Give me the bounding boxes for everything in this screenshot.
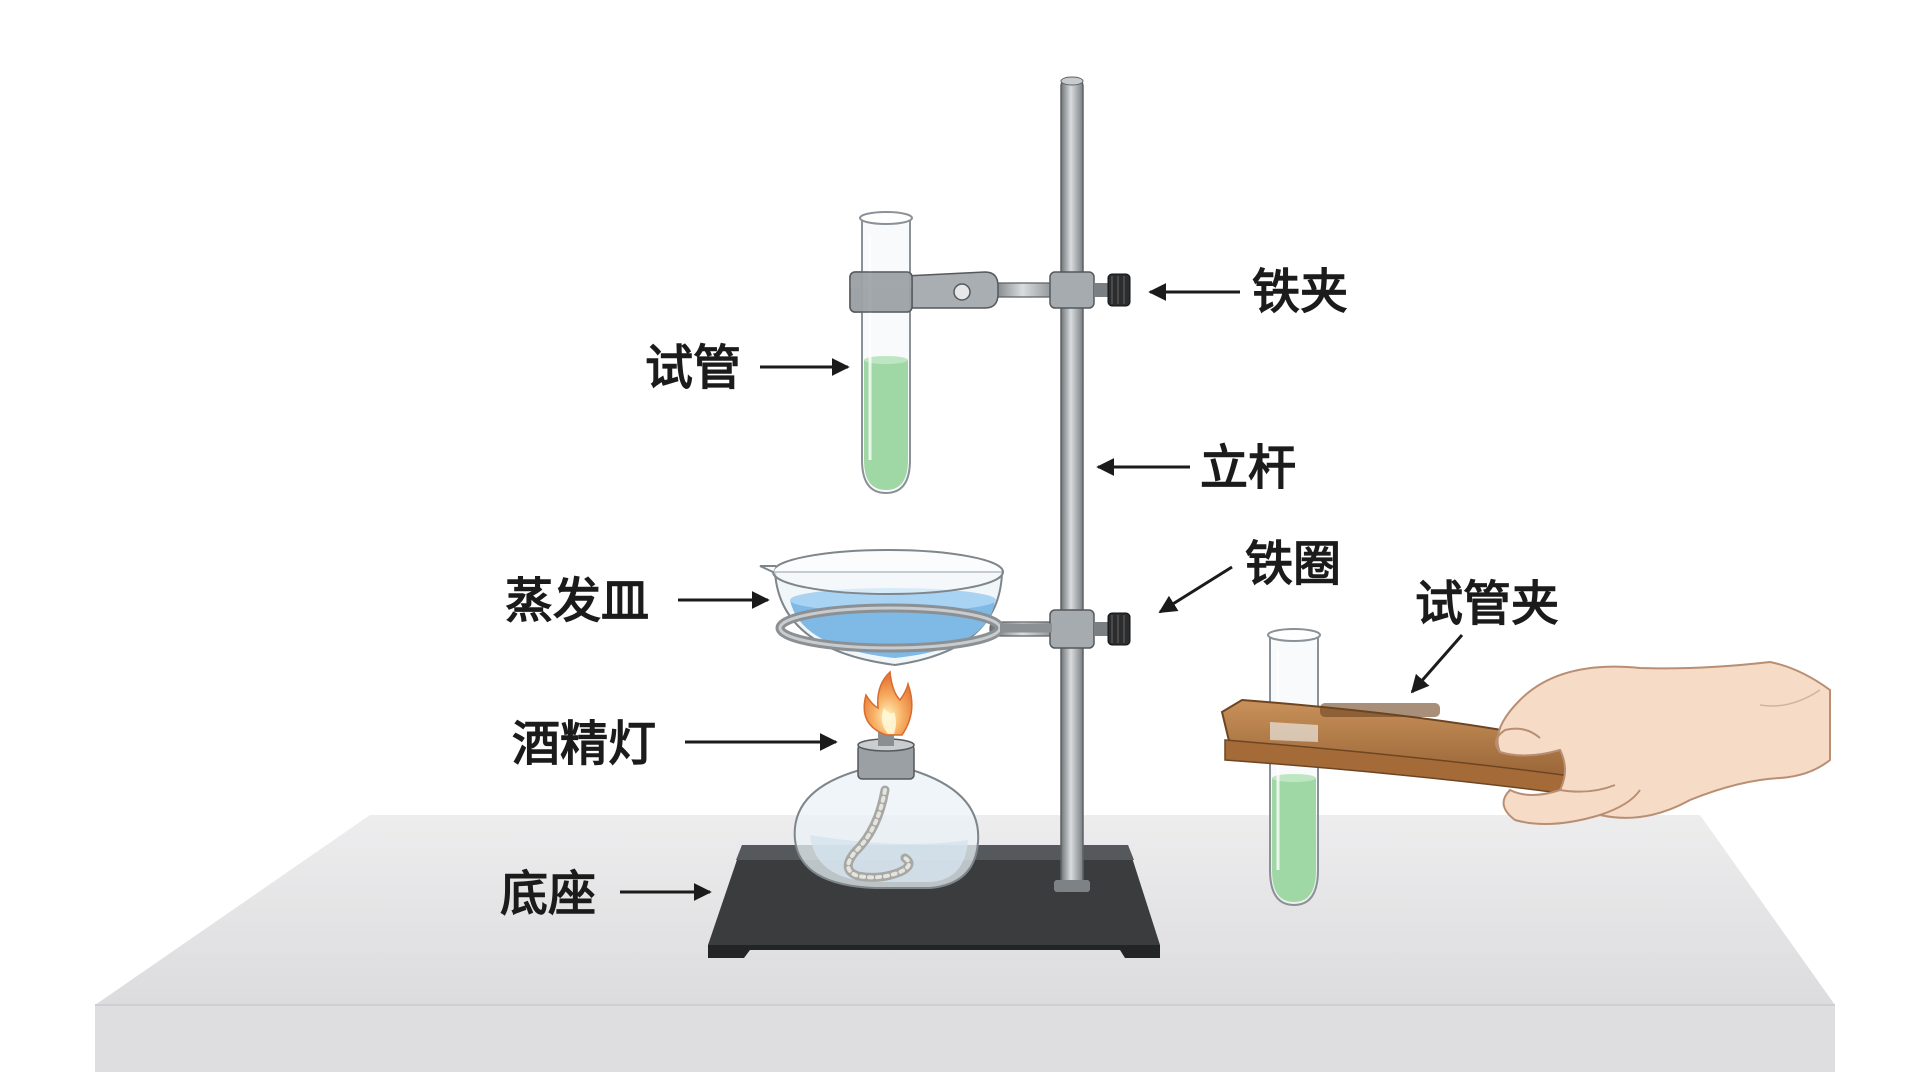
arrows bbox=[620, 292, 1462, 892]
label-test-tube-holder: 试管夹 bbox=[1415, 576, 1559, 632]
label-base: 底座 bbox=[500, 866, 596, 922]
flame bbox=[864, 672, 912, 735]
label-iron-clamp: 铁夹 bbox=[1252, 264, 1348, 320]
hand bbox=[1496, 662, 1830, 824]
label-alcohol-lamp: 酒精灯 bbox=[512, 716, 656, 772]
clamped-test-tube bbox=[850, 212, 912, 493]
label-stand-rod: 立杆 bbox=[1200, 440, 1296, 496]
arrow-iron-ring bbox=[1160, 567, 1232, 612]
label-iron-ring: 铁圈 bbox=[1245, 536, 1341, 592]
label-test-tube: 试管 bbox=[645, 340, 741, 396]
label-evaporating-dish: 蒸发皿 bbox=[505, 573, 649, 629]
stand-rod bbox=[1054, 77, 1090, 892]
alcohol-lamp bbox=[795, 730, 979, 888]
arrow-test-tube-holder bbox=[1412, 635, 1462, 692]
